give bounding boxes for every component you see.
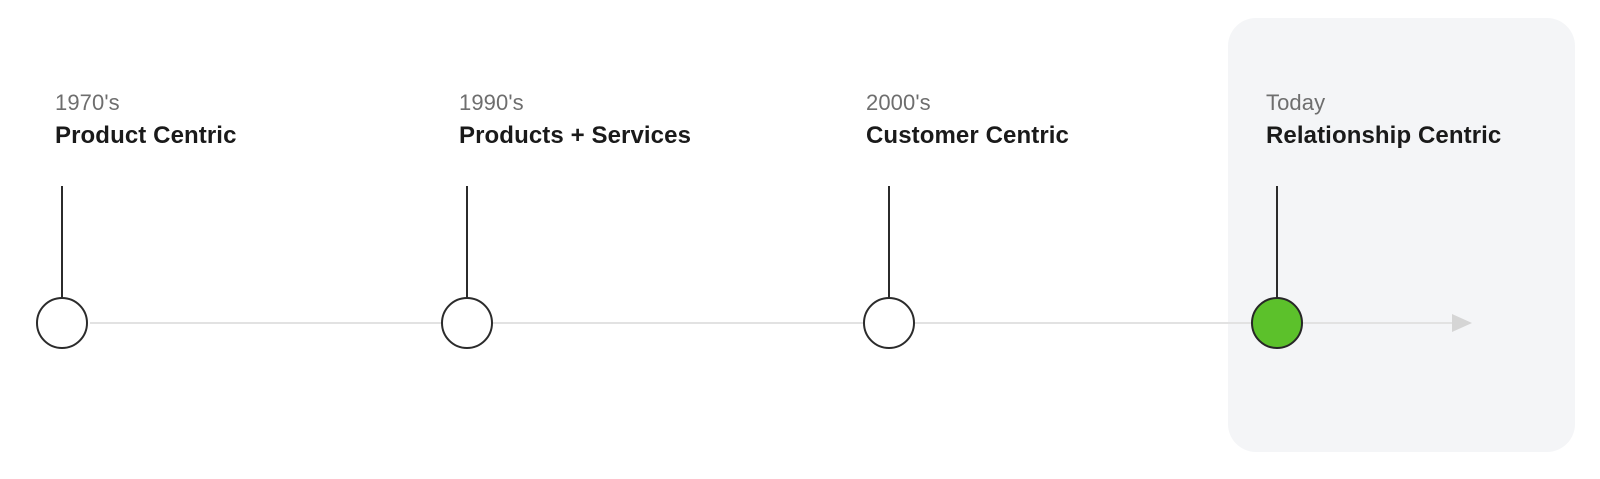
- milestone-2-era: 1990's: [459, 90, 524, 115]
- milestone-3-title: Customer Centric: [866, 122, 1069, 149]
- milestone-3[interactable]: 2000's Customer Centric: [0, 0, 1200, 479]
- milestone-4-stem: [1276, 186, 1278, 298]
- milestone-4-node[interactable]: [1251, 297, 1303, 349]
- today-highlight-panel: [1228, 18, 1575, 452]
- milestone-4-text: Today Relationship Centric: [1266, 88, 1501, 152]
- milestone-2-text: 1990's Products + Services: [459, 88, 691, 152]
- milestone-2-title: Products + Services: [459, 122, 692, 149]
- milestone-1-stem: [61, 186, 63, 298]
- milestone-3-era: 2000's: [866, 90, 931, 115]
- milestone-1[interactable]: 1970's Product Centric: [0, 0, 400, 479]
- milestone-3-stem: [888, 186, 890, 298]
- milestone-1-text: 1970's Product Centric: [55, 88, 237, 152]
- milestone-1-node[interactable]: [36, 297, 88, 349]
- milestone-2-stem: [466, 186, 468, 298]
- milestone-4-title: Relationship Centric: [1266, 122, 1502, 149]
- milestone-1-title: Product Centric: [55, 122, 237, 149]
- milestone-4-era: Today: [1266, 90, 1326, 115]
- milestone-1-era: 1970's: [55, 90, 120, 115]
- milestone-3-text: 2000's Customer Centric: [866, 88, 1069, 152]
